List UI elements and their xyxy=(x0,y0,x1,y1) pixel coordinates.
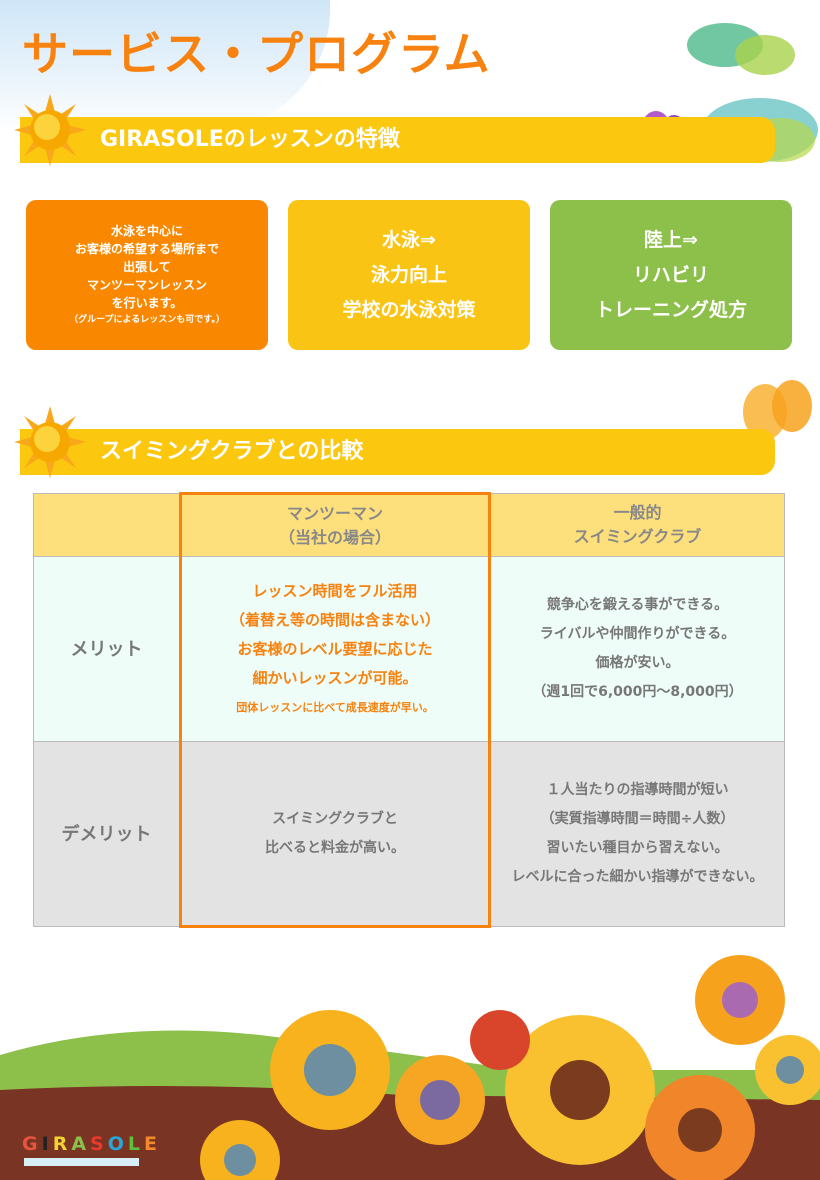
header-text: スイミングクラブ xyxy=(573,527,702,546)
box-text: トレーニング処方 xyxy=(594,298,747,321)
girasole-logo: GIRASOLE xyxy=(22,1133,161,1155)
header-man-to-man: マンツーマン （当社の場合） xyxy=(179,492,491,557)
box-text: 泳力向上 xyxy=(370,263,447,286)
cell-note: 団体レッスンに比べて成長速度が早い。 xyxy=(236,700,434,714)
cell-line: レッスン時間をフル活用 xyxy=(252,581,418,600)
cell-line: スイミングクラブと xyxy=(272,810,398,827)
page-title: サービス・プログラム xyxy=(22,27,491,81)
cell-line: 細かいレッスンが可能。 xyxy=(252,668,418,687)
header-empty xyxy=(33,493,181,557)
table-row-merit: メリット レッスン時間をフル活用 （着替え等の時間は含まない） お客様のレベル要… xyxy=(33,556,785,742)
box-text: お客様の希望する場所まで xyxy=(74,242,219,256)
box-text: 水泳⇒ xyxy=(382,228,436,251)
cell-line: 習いたい種目から習えない。 xyxy=(546,840,729,856)
cell-line: （実質指導時間＝時間÷人数） xyxy=(540,811,735,827)
sunflower-field-illustration xyxy=(0,955,820,1180)
section-heading-comparison: スイミングクラブとの比較 xyxy=(20,429,775,475)
box-text: を行います。 xyxy=(111,296,183,310)
box-text: 陸上⇒ xyxy=(644,228,698,251)
cell-line: 価格が安い。 xyxy=(595,655,680,671)
sky-background xyxy=(0,0,330,130)
sun-icon xyxy=(14,406,86,478)
feature-box-swimming-service: 水泳を中心に お客様の希望する場所まで 出張して マンツーマンレッスン を行いま… xyxy=(26,200,268,350)
cell-line: レベルに合った細かい指導ができない。 xyxy=(511,869,764,885)
watercolor-leaf-icon xyxy=(687,23,795,75)
cell-line: １人当たりの指導時間が短い xyxy=(546,782,729,798)
box-text: リハビリ xyxy=(632,263,709,286)
cell-line: お客様のレベル要望に応じた xyxy=(237,639,433,658)
row-label: デメリット xyxy=(33,741,181,927)
header-text: 一般的 xyxy=(613,503,662,522)
sun-icon xyxy=(14,94,86,166)
sunflower-icon xyxy=(200,955,820,1180)
header-swimming-club: 一般的スイミングクラブ xyxy=(489,493,785,557)
feature-box-swimming: 水泳⇒ 泳力向上 学校の水泳対策 xyxy=(288,200,530,350)
box-text: マンツーマンレッスン xyxy=(86,278,207,292)
box-text: 出張して xyxy=(123,260,171,274)
table-header-row: マンツーマン （当社の場合） 一般的スイミングクラブ xyxy=(33,492,785,557)
cell-line: （週1回で6,000円〜8,000円） xyxy=(532,684,743,700)
cell-line: ライバルや仲間作りができる。 xyxy=(539,626,736,642)
row-label: メリット xyxy=(33,556,181,742)
box-text: 水泳を中心に xyxy=(110,224,183,238)
header-text: マンツーマン xyxy=(286,503,383,523)
cell-line: 競争心を鍛える事ができる。 xyxy=(546,597,729,613)
header-text: （当社の場合） xyxy=(278,527,391,547)
cell-line: （着替え等の時間は含まない） xyxy=(229,610,440,629)
merit-man-to-man: レッスン時間をフル活用 （着替え等の時間は含まない） お客様のレベル要望に応じた… xyxy=(179,556,491,742)
box-note: （グループによるレッスンも可です。） xyxy=(69,315,225,325)
comparison-table: マンツーマン （当社の場合） 一般的スイミングクラブ メリット レッスン時間をフル… xyxy=(33,492,785,928)
section-heading-features: GIRASOLEのレッスンの特徴 xyxy=(20,117,775,163)
butterfly-icon xyxy=(743,380,812,440)
demerit-swimming-club: １人当たりの指導時間が短い （実質指導時間＝時間÷人数） 習いたい種目から習えな… xyxy=(489,741,785,927)
box-text: 学校の水泳対策 xyxy=(342,298,476,321)
demerit-man-to-man: スイミングクラブと 比べると料金が高い。 xyxy=(179,741,491,928)
table-row-demerit: デメリット スイミングクラブと 比べると料金が高い。 １人当たりの指導時間が短い… xyxy=(33,741,785,928)
feature-box-land: 陸上⇒ リハビリ トレーニング処方 xyxy=(550,200,792,350)
logo-underline xyxy=(24,1158,139,1166)
merit-swimming-club: 競争心を鍛える事ができる。 ライバルや仲間作りができる。 価格が安い。 （週1回… xyxy=(489,556,785,742)
cell-line: 比べると料金が高い。 xyxy=(265,839,405,856)
